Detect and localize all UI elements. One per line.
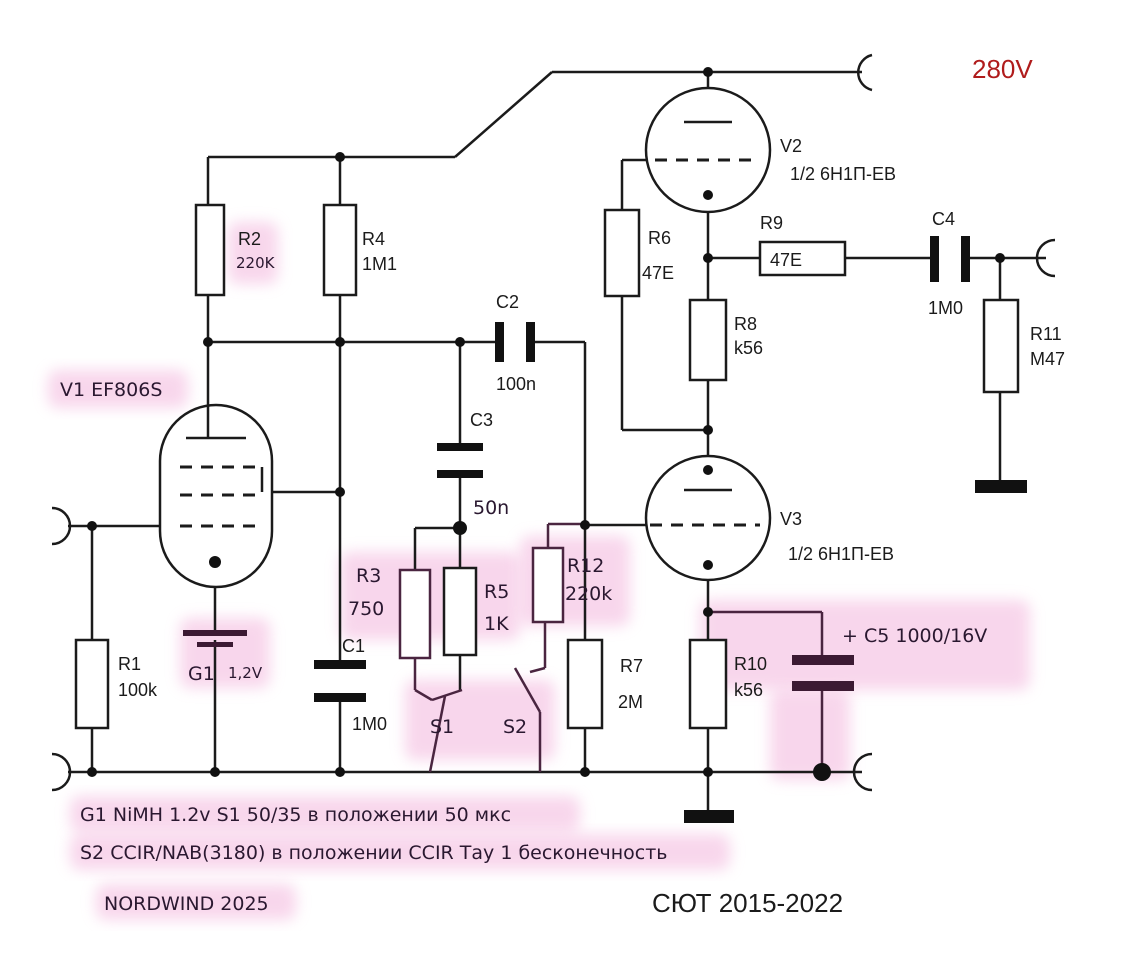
resistors (74, 203, 1020, 730)
r5-value: 1K (484, 613, 509, 635)
r10-value: k56 (734, 680, 763, 700)
r8-value: k56 (734, 338, 763, 358)
r4-label: R4 (362, 229, 385, 249)
resistor-r9 (758, 240, 847, 277)
tube-v2 (644, 86, 772, 214)
note-line-2: S2 CCIR/NAB(3180) в положении CCIR Тау 1… (80, 842, 668, 864)
resistor-r10 (688, 638, 728, 730)
supply-voltage-label: 280V (972, 54, 1033, 84)
ground-symbol-output (975, 480, 1027, 493)
resistor-r5 (442, 566, 478, 657)
capacitor-c5-a (792, 655, 854, 665)
ground-symbol-main (684, 810, 734, 823)
s2-label: S2 (503, 716, 527, 738)
r4-value: 1M1 (362, 254, 397, 274)
capacitor-c5-b (792, 681, 854, 691)
junction-dots (87, 67, 1005, 781)
capacitor-c4-b (961, 236, 970, 282)
connectors (51, 53, 1056, 823)
r11-value: M47 (1030, 349, 1065, 369)
resistor-r7 (566, 638, 604, 730)
capacitor-c1-a (314, 660, 366, 669)
v1-label: V1 EF806S (60, 379, 162, 401)
resistor-r2 (194, 203, 226, 297)
resistor-r3 (398, 568, 432, 660)
r9-label: R9 (760, 213, 783, 233)
capacitor-c1-b (314, 693, 366, 702)
c2-label: C2 (496, 292, 519, 312)
r7-value: 2M (618, 692, 643, 712)
r5-label: R5 (484, 581, 509, 603)
c4-label: C4 (932, 209, 955, 229)
r1-value: 100k (118, 680, 158, 700)
jack-input-gnd (51, 752, 72, 792)
resistor-r1 (74, 638, 110, 730)
r6-value: 47E (642, 263, 674, 283)
capacitor-c4-a (930, 236, 939, 282)
c3-value: 50n (473, 497, 509, 519)
g1-label: G1 (188, 663, 215, 685)
resistor-r12 (531, 546, 565, 624)
c4-value: 1M0 (928, 298, 963, 318)
jack-output-gnd (852, 752, 873, 792)
r8-label: R8 (734, 314, 757, 334)
r6-label: R6 (648, 228, 671, 248)
r10-label: R10 (734, 654, 767, 674)
r9-value: 47E (770, 250, 802, 270)
credit-author: NORDWIND 2025 (104, 893, 269, 915)
capacitors (183, 236, 970, 702)
r3-label: R3 (356, 565, 381, 587)
c1-label: C1 (342, 636, 365, 656)
resistor-r4 (322, 203, 358, 297)
v3-type: 1/2 6Н1П-ЕВ (788, 544, 894, 564)
tube-v3 (644, 454, 772, 582)
r2-label: R2 (238, 229, 261, 249)
r7-label: R7 (620, 656, 643, 676)
c2-value: 100n (496, 374, 536, 394)
r11-label: R11 (1030, 324, 1062, 344)
battery-g1-long (183, 630, 247, 636)
c5-label: + C5 1000/16V (842, 625, 987, 647)
c1-value: 1M0 (352, 714, 387, 734)
r2-value: 220K (236, 254, 276, 272)
c3-label: C3 (470, 410, 493, 430)
capacitor-c3-a (437, 443, 483, 451)
g1-value: 1,2V (228, 664, 263, 682)
r12-value: 220k (565, 583, 612, 605)
tube-v1 (158, 403, 274, 589)
capacitor-c2-b (526, 322, 535, 362)
v3-label: V3 (780, 509, 802, 529)
resistor-r11 (982, 298, 1020, 394)
resistor-r8 (688, 298, 728, 382)
r12-label: R12 (567, 555, 604, 577)
note-line-1: G1 NiMH 1.2v S1 50/35 в положении 50 мкс (80, 804, 511, 826)
battery-g1-short (197, 642, 233, 647)
credit-org: СЮТ 2015-2022 (652, 888, 843, 918)
capacitor-c3-b (437, 470, 483, 478)
v2-label: V2 (780, 136, 802, 156)
r1-label: R1 (118, 654, 141, 674)
capacitor-c2-a (495, 322, 504, 362)
v2-type: 1/2 6Н1П-ЕВ (790, 164, 896, 184)
s1-label: S1 (430, 716, 454, 738)
r3-value: 750 (348, 598, 384, 620)
resistor-r6 (603, 208, 641, 298)
jack-input (51, 506, 72, 546)
jack-output (1035, 238, 1056, 278)
